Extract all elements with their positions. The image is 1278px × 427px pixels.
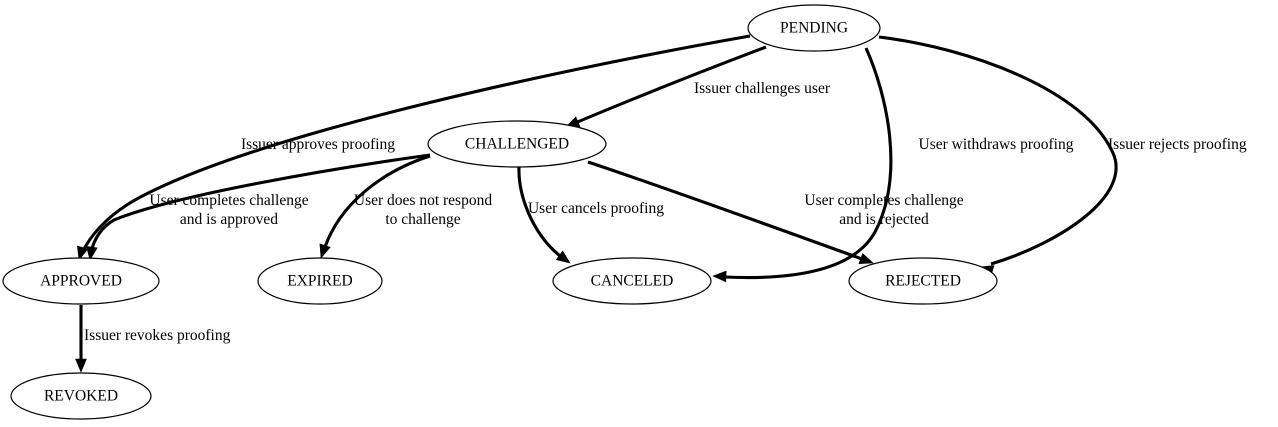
edge-pending-canceled (712, 47, 893, 283)
edge-label-line: and is rejected (839, 211, 929, 228)
edge-label-line: User completes challenge (149, 192, 308, 209)
node-shape[interactable] (747, 4, 881, 52)
edge-label-challenged-approved-2: User completes challenge and is approved (149, 192, 308, 228)
arrowhead-icon (86, 246, 98, 261)
edge-label-approved-revoked: Issuer revokes proofing (84, 327, 231, 344)
edge-label-line: to challenge (385, 211, 460, 228)
edge-label-challenged-expired: User does not respond to challenge (354, 192, 492, 228)
edge-pending-rejected (878, 35, 1118, 277)
node-label: REVOKED (44, 388, 118, 405)
edge-line (723, 47, 893, 280)
edge-label-line: and is approved (180, 211, 278, 228)
node-shape[interactable] (257, 257, 383, 305)
node-revoked[interactable]: REVOKED (10, 372, 152, 420)
edge-label-line: User cancels proofing (528, 200, 664, 217)
edge-label-line: User completes challenge (804, 192, 963, 209)
node-label: REJECTED (885, 273, 961, 290)
edge-label-line: User does not respond (354, 192, 492, 209)
edge-line (587, 160, 863, 261)
node-pending[interactable]: PENDING (747, 4, 881, 52)
arrowhead-icon (858, 252, 874, 264)
edge-label-pending-rejected: Issuer rejects proofing (1108, 136, 1247, 153)
node-approved[interactable]: APPROVED (2, 257, 160, 305)
node-shape[interactable] (848, 257, 998, 305)
node-label: APPROVED (40, 273, 122, 290)
arrowhead-icon (712, 270, 727, 283)
edge-label-line: Issuer challenges user (694, 80, 831, 97)
edge-label-pending-challenged: Issuer challenges user (694, 80, 831, 97)
arrowhead-icon (555, 250, 571, 264)
edge-approved-revoked (75, 305, 87, 373)
edge-label-line: Issuer revokes proofing (84, 327, 231, 344)
edge-line (323, 154, 431, 248)
node-canceled[interactable]: CANCELED (552, 257, 712, 305)
edge-label-pending-canceled: User withdraws proofing (919, 136, 1074, 153)
node-label: CANCELED (591, 273, 674, 290)
edge-line (574, 45, 767, 125)
edges-layer (75, 34, 1118, 373)
edge-label-line: User withdraws proofing (919, 136, 1074, 153)
nodes-layer: PENDING CHALLENGED APPROVED EXPIRED CANCELED… (2, 4, 998, 420)
edge-label-challenged-approved: Issuer approves proofing (241, 136, 395, 153)
node-expired[interactable]: EXPIRED (257, 257, 383, 305)
edge-label-line: Issuer approves proofing (241, 136, 395, 153)
edge-challenged-expired (319, 154, 431, 259)
edge-label-line: Issuer rejects proofing (1108, 136, 1247, 153)
arrowhead-icon (77, 245, 89, 261)
edge-pending-approved (77, 34, 751, 261)
arrowhead-icon (75, 358, 87, 373)
edge-line (89, 153, 431, 253)
node-shape[interactable] (2, 257, 160, 305)
edge-challenged-rejected (587, 160, 874, 264)
node-label: CHALLENGED (465, 136, 569, 153)
edge-label-challenged-rejected: User completes challenge and is rejected (804, 192, 963, 228)
node-challenged[interactable]: CHALLENGED (427, 120, 607, 168)
node-label: PENDING (780, 20, 848, 37)
edge-line (80, 34, 751, 254)
edge-challenged-approved (86, 153, 431, 261)
edge-line (517, 166, 561, 258)
node-shape[interactable] (10, 372, 152, 420)
node-shape[interactable] (427, 120, 607, 168)
node-shape[interactable] (552, 257, 712, 305)
arrowhead-icon (319, 243, 331, 259)
node-rejected[interactable]: REJECTED (848, 257, 998, 305)
edge-challenged-canceled (517, 166, 571, 264)
edge-line (878, 35, 1118, 266)
edge-label-challenged-canceled: User cancels proofing (528, 200, 664, 217)
node-label: EXPIRED (287, 273, 352, 290)
